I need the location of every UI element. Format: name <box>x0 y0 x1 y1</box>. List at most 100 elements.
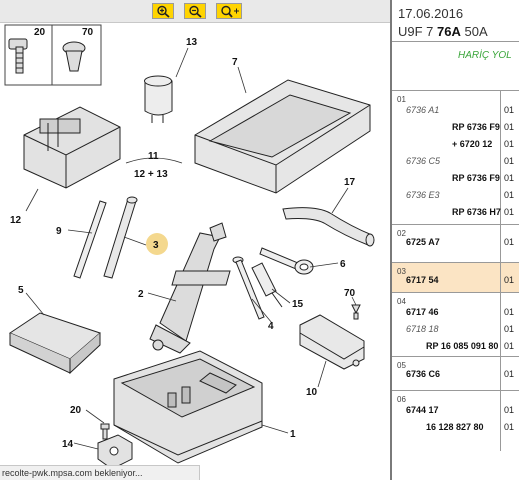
zoom-out-icon <box>189 5 202 18</box>
vehicle-code-prefix: U9F 7 <box>398 24 438 39</box>
callout-12-plus-13: 12 + 13 <box>134 169 168 180</box>
row-number: 06 <box>397 395 406 404</box>
callout-13: 13 <box>186 37 198 48</box>
parts-exploded-diagram: 20 70 13 7 11 12 + 13 12 9 3 17 6 5 2 15… <box>0 23 390 480</box>
rod-9-drawing <box>73 200 107 279</box>
screwdriver-15-drawing <box>251 262 283 308</box>
part-number[interactable]: 6717 54 <box>406 275 439 285</box>
zoom-in-button[interactable] <box>152 3 174 19</box>
part-reference[interactable]: 6718 18 <box>406 324 439 334</box>
callout-15: 15 <box>292 299 304 310</box>
row-number: 03 <box>397 267 406 276</box>
column-separator <box>500 293 501 357</box>
selected-callout-highlight <box>146 233 168 255</box>
quantity-cell: 01 <box>504 341 515 351</box>
hose-17-drawing <box>282 207 375 247</box>
quantity-cell: 01 <box>504 324 515 334</box>
bolt-20-small-drawing <box>100 423 110 440</box>
quantity-cell: 01 <box>504 122 515 132</box>
header-banner: HARİÇ YOL <box>392 42 519 90</box>
part-number[interactable]: RP 6736 F9 <box>452 173 500 183</box>
column-separator <box>500 263 501 293</box>
quantity-cell: 01 <box>504 275 515 285</box>
part-number[interactable]: RP 6736 H7 <box>452 207 501 217</box>
vehicle-code: U9F 7 76A 50A <box>398 24 488 39</box>
quantity-cell: 01 <box>504 105 515 115</box>
compressor-12-drawing <box>23 106 121 189</box>
mat-5-drawing <box>8 312 101 375</box>
module-13-drawing <box>144 75 173 123</box>
zoom-fit-button[interactable] <box>216 3 242 19</box>
banner-text: HARİÇ YOL <box>458 50 512 61</box>
row-number: 05 <box>397 361 406 370</box>
quantity-cell: 01 <box>504 369 515 379</box>
quantity-cell: 01 <box>504 156 515 166</box>
callout-7: 7 <box>232 57 238 68</box>
zoom-fit-icon <box>221 5 239 18</box>
clip-70-small-drawing <box>351 304 361 320</box>
quantity-cell: 01 <box>504 422 515 432</box>
bracket-10-drawing <box>299 314 365 370</box>
part-reference[interactable]: 6736 A1 <box>406 105 440 115</box>
foam-tray-7-drawing <box>194 79 371 194</box>
part-number[interactable]: 6744 17 <box>406 405 439 415</box>
quantity-cell: 01 <box>504 173 515 183</box>
callout-20-inset: 20 <box>34 27 46 38</box>
callout-10: 10 <box>306 387 318 398</box>
part-number[interactable]: RP 16 085 091 80 <box>426 341 499 351</box>
callout-6: 6 <box>340 259 346 270</box>
part-number[interactable]: RP 6736 F9 <box>452 122 500 132</box>
callout-5: 5 <box>18 285 24 296</box>
jack-2-drawing <box>149 222 231 354</box>
quantity-cell: 01 <box>504 139 515 149</box>
quantity-cell: 01 <box>504 237 515 247</box>
part-number[interactable]: 16 128 827 80 <box>426 422 484 432</box>
part-number[interactable]: + 6720 12 <box>452 139 493 149</box>
row-number: 04 <box>397 297 406 306</box>
callout-14: 14 <box>62 439 74 450</box>
part-reference[interactable]: 6736 C5 <box>406 156 441 166</box>
row-number: 01 <box>397 95 406 104</box>
callout-2: 2 <box>138 289 144 300</box>
quantity-cell: 01 <box>504 207 515 217</box>
tow-hook-6-drawing <box>259 247 314 275</box>
callout-3: 3 <box>153 240 159 251</box>
wheel-brace-3-drawing <box>103 196 138 279</box>
bolt-20-drawing <box>8 38 28 74</box>
part-number[interactable]: 6736 C6 <box>406 369 441 379</box>
bolt-4-drawing <box>232 256 265 320</box>
callout-12: 12 <box>10 215 22 226</box>
zoom-in-icon <box>157 5 170 18</box>
part-reference[interactable]: 6736 E3 <box>406 190 440 200</box>
bracket-14-drawing <box>97 434 133 470</box>
panel-divider <box>390 0 392 480</box>
column-separator <box>500 225 501 263</box>
quantity-cell: 01 <box>504 190 515 200</box>
row-number: 02 <box>397 229 406 238</box>
clip-70-drawing <box>62 41 86 72</box>
callout-9: 9 <box>56 226 62 237</box>
part-number[interactable]: 6717 46 <box>406 307 439 317</box>
callout-70: 70 <box>344 288 356 299</box>
vehicle-code-suffix: 50A <box>460 24 488 39</box>
column-separator <box>500 357 501 391</box>
parts-drawing: 20 70 13 7 11 12 + 13 12 9 3 17 6 5 2 15… <box>4 24 375 470</box>
catalog-date: 17.06.2016 <box>398 6 464 21</box>
part-number[interactable]: 6725 A7 <box>406 237 440 247</box>
callout-1: 1 <box>290 429 296 440</box>
callout-4: 4 <box>268 321 274 332</box>
zoom-out-button[interactable] <box>184 3 206 19</box>
header-divider <box>392 41 519 42</box>
callout-11: 11 <box>148 151 159 162</box>
callout-17: 17 <box>344 177 356 188</box>
diagram-toolbar <box>0 0 390 23</box>
leader-lines <box>25 47 357 450</box>
